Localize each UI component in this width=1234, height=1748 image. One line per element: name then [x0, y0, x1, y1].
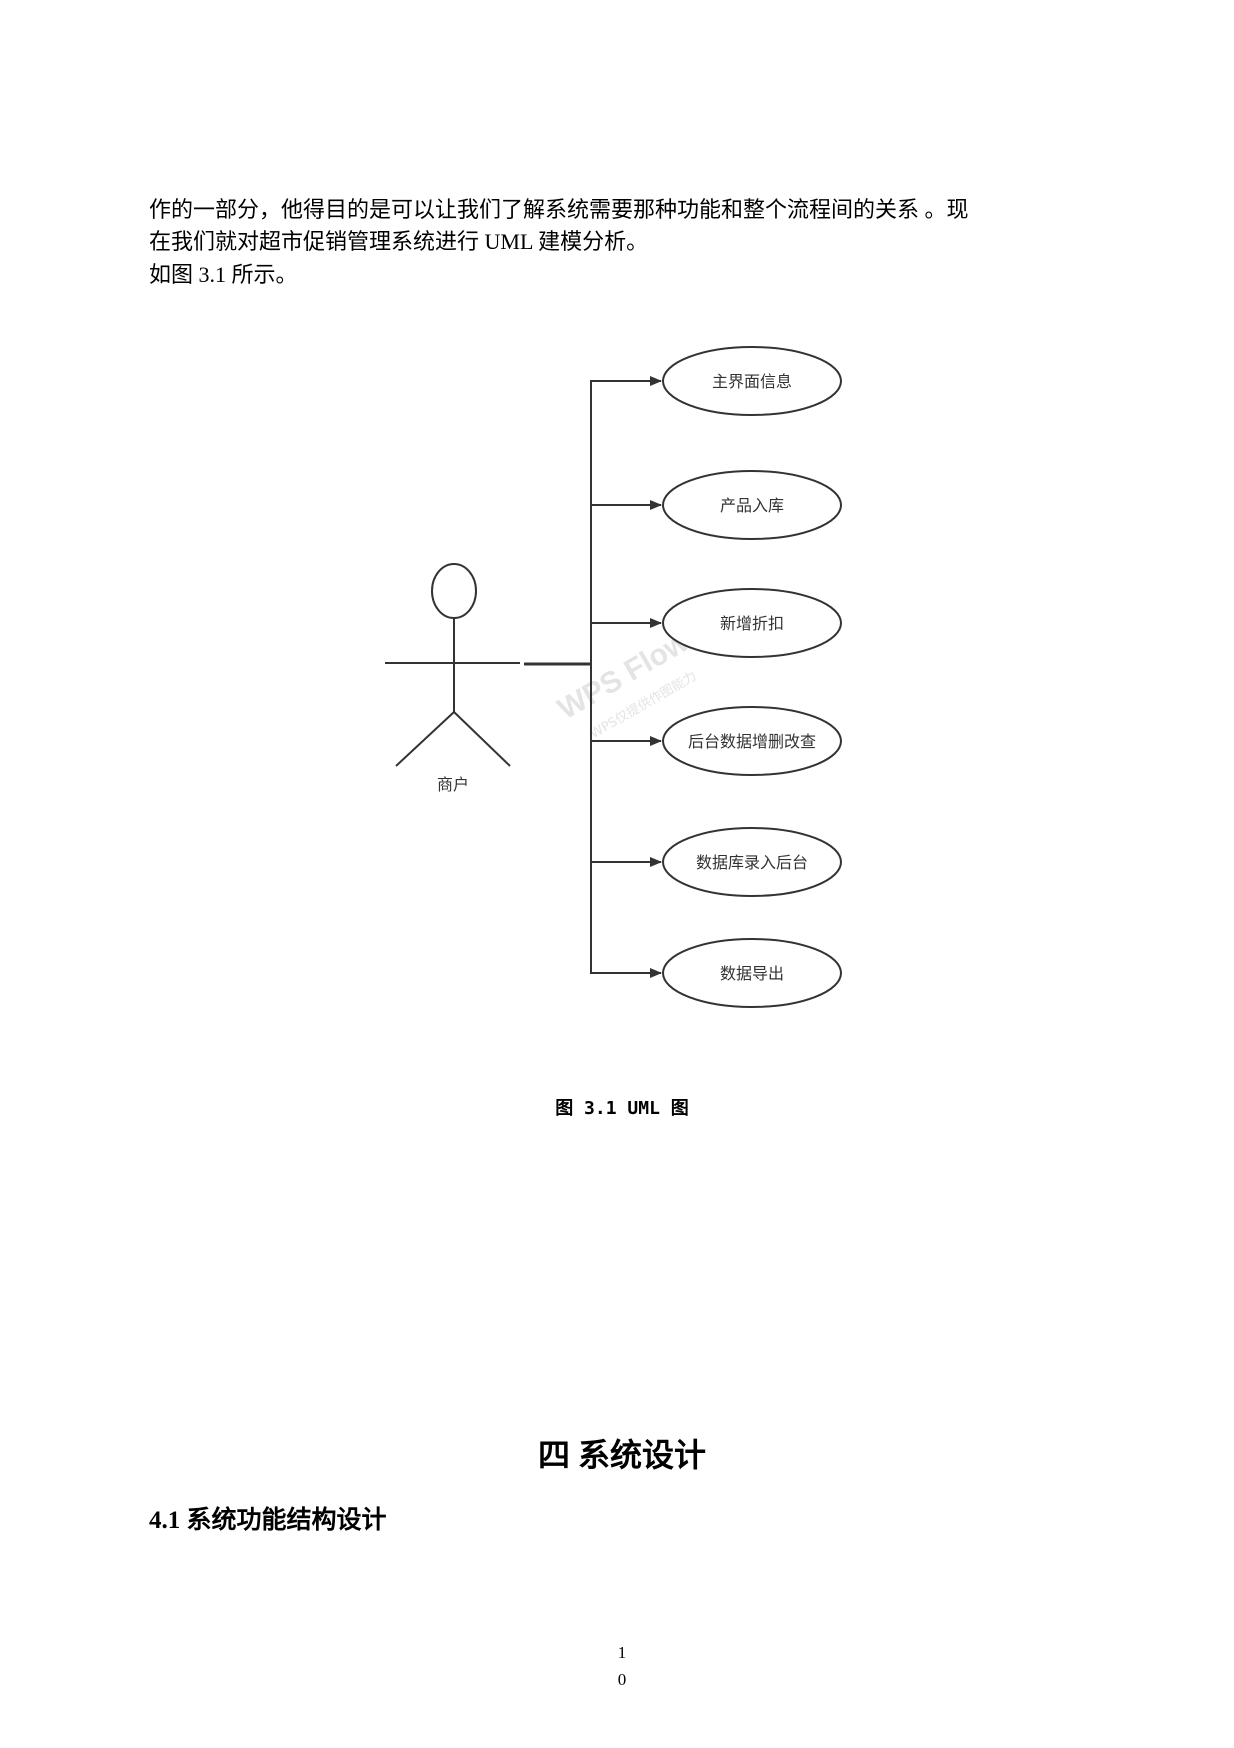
uml-use-case-diagram: WPS Flow WPS仅提供作图能力 商户 主界面信息产品入库新增折扣后台数据… — [385, 346, 842, 1008]
actor-label: 商户 — [437, 775, 469, 794]
page-number-digit-1: 1 — [617, 1643, 627, 1662]
use-case-label: 数据导出 — [720, 964, 784, 983]
actor-left-leg — [395, 711, 455, 767]
use-case-ellipse — [662, 827, 842, 897]
use-case: 数据导出 — [591, 938, 842, 1008]
section-title: 4.1 系统功能结构设计 — [149, 1507, 387, 1534]
use-case-label: 产品入库 — [720, 496, 784, 515]
use-case: 主界面信息 — [591, 346, 842, 416]
use-case-ellipse — [662, 938, 842, 1008]
use-case-ellipse — [662, 346, 842, 416]
use-case-ellipse — [662, 470, 842, 540]
body-paragraph-line-2: 在我们就对超市促销管理系统进行 UML 建模分析。 — [149, 229, 649, 254]
use-case-ellipse — [662, 706, 842, 776]
use-case-ellipse — [662, 588, 842, 658]
chapter-title: 四 系统设计 — [537, 1437, 706, 1473]
actor-head — [431, 563, 477, 619]
page-number-digit-2: 0 — [617, 1670, 627, 1689]
body-paragraph-line-1: 作的一部分，他得目的是可以让我们了解系统需要那种功能和整个流程间的关系 。现 — [149, 197, 969, 222]
use-case: 产品入库 — [591, 470, 842, 540]
use-case-label: 数据库录入后台 — [696, 853, 808, 872]
body-paragraph-line-3: 如图 3.1 所示。 — [149, 262, 298, 287]
use-case-label: 主界面信息 — [712, 372, 792, 391]
use-case: 数据库录入后台 — [591, 827, 842, 897]
actor-figure — [385, 563, 520, 767]
use-case-label: 新增折扣 — [720, 614, 784, 633]
actor-right-leg — [453, 711, 511, 767]
use-case: 新增折扣 — [591, 588, 842, 658]
use-case-label: 后台数据增删改查 — [688, 732, 816, 751]
use-case: 后台数据增删改查 — [591, 706, 842, 776]
figure-caption: 图 3.1 UML 图 — [555, 1098, 689, 1119]
